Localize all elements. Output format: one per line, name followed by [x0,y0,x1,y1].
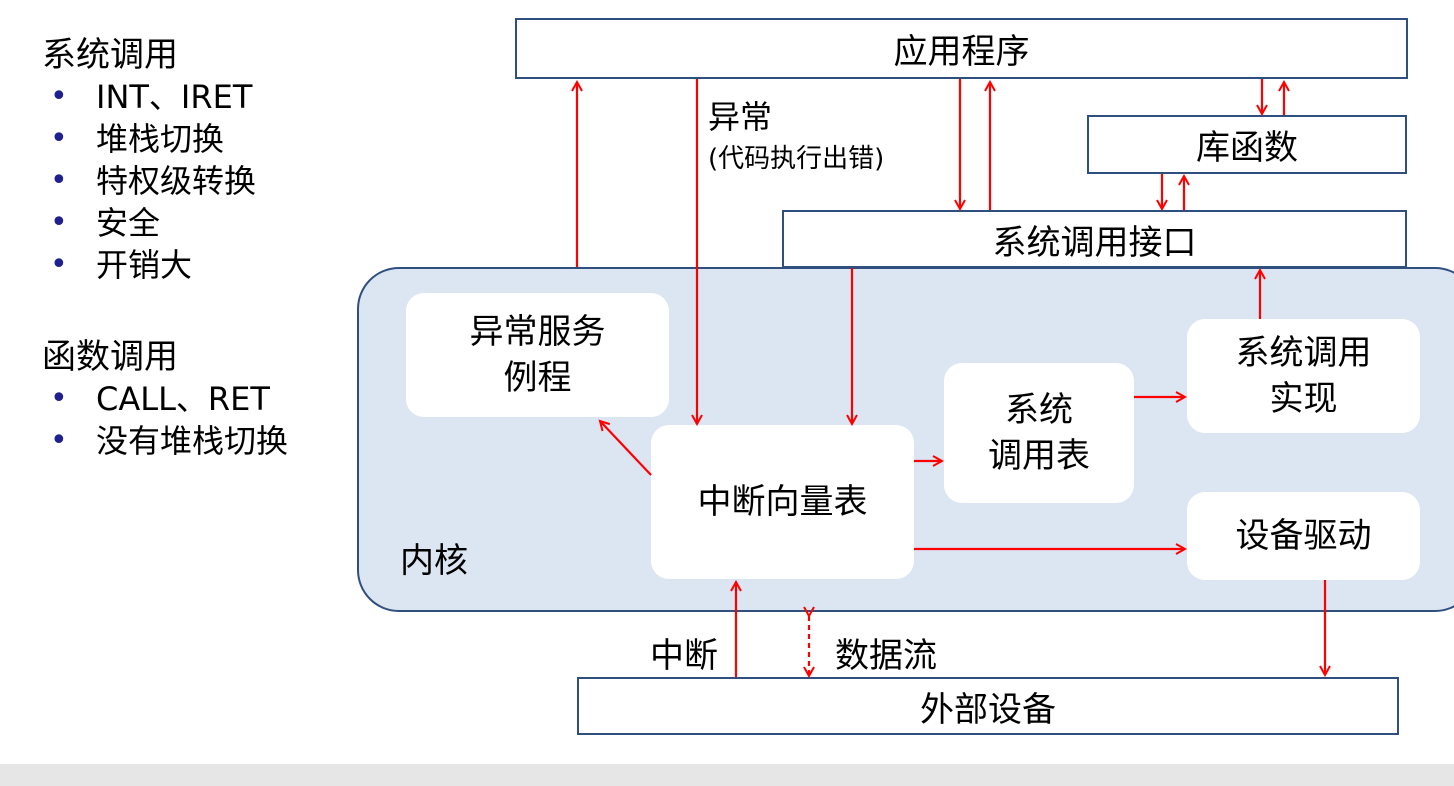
list-item: •CALL、RET [50,380,270,418]
ivt-label: 中断向量表 [697,482,868,522]
list-item: •INT、IRET [50,78,253,116]
syscall-notes-list: •INT、IRET •堆栈切换 •特权级转换 •安全 •开销大 [42,76,256,286]
list-item: •安全 [50,204,161,242]
interrupt-label: 中断 [650,636,718,676]
ivt-box: 中断向量表 [651,425,914,579]
syscall-notes-title: 系统调用 [42,35,178,75]
bullet-icon: • [50,79,68,114]
syscall-impl-box: 系统调用 实现 [1187,319,1420,433]
kernel-label: 内核 [400,541,468,581]
syscall-impl-line1: 系统调用 [1235,333,1372,373]
application-box: 应用程序 [515,18,1408,79]
syscall-interface-box: 系统调用接口 [782,210,1407,268]
bullet-icon: • [50,121,68,156]
list-item: •开销大 [50,246,193,284]
external-device-box: 外部设备 [577,677,1399,735]
exception-note: (代码执行出错) [708,144,885,174]
funccall-notes-list: •CALL、RET •没有堆栈切换 [42,378,288,462]
library-box: 库函数 [1087,115,1407,174]
list-item: •特权级转换 [50,162,257,200]
footer-band [0,764,1454,786]
data-flow-label: 数据流 [835,636,937,676]
funccall-notes: 函数调用 •CALL、RET •没有堆栈切换 [42,336,288,462]
exception-label: 异常 [708,98,773,136]
funccall-notes-title: 函数调用 [42,337,178,377]
list-item: •没有堆栈切换 [50,422,289,460]
syscall-impl-line2: 实现 [1269,379,1338,419]
bullet-icon: • [50,381,68,416]
syscall-notes: 系统调用 •INT、IRET •堆栈切换 •特权级转换 •安全 •开销大 [42,34,256,286]
exception-routine-line1: 异常服务 [469,312,606,352]
exception-routine-box: 异常服务 例程 [406,293,669,417]
device-driver-box: 设备驱动 [1187,492,1420,580]
bullet-icon: • [50,247,68,282]
list-item: •堆栈切换 [50,120,225,158]
bullet-icon: • [50,205,68,240]
syscall-table-box: 系统 调用表 [944,363,1134,503]
bullet-icon: • [50,163,68,198]
syscall-table-line2: 调用表 [988,436,1090,476]
bullet-icon: • [50,423,68,458]
device-driver-label: 设备驱动 [1235,516,1372,556]
exception-routine-line2: 例程 [503,358,572,398]
syscall-table-line1: 系统 [1005,390,1073,430]
